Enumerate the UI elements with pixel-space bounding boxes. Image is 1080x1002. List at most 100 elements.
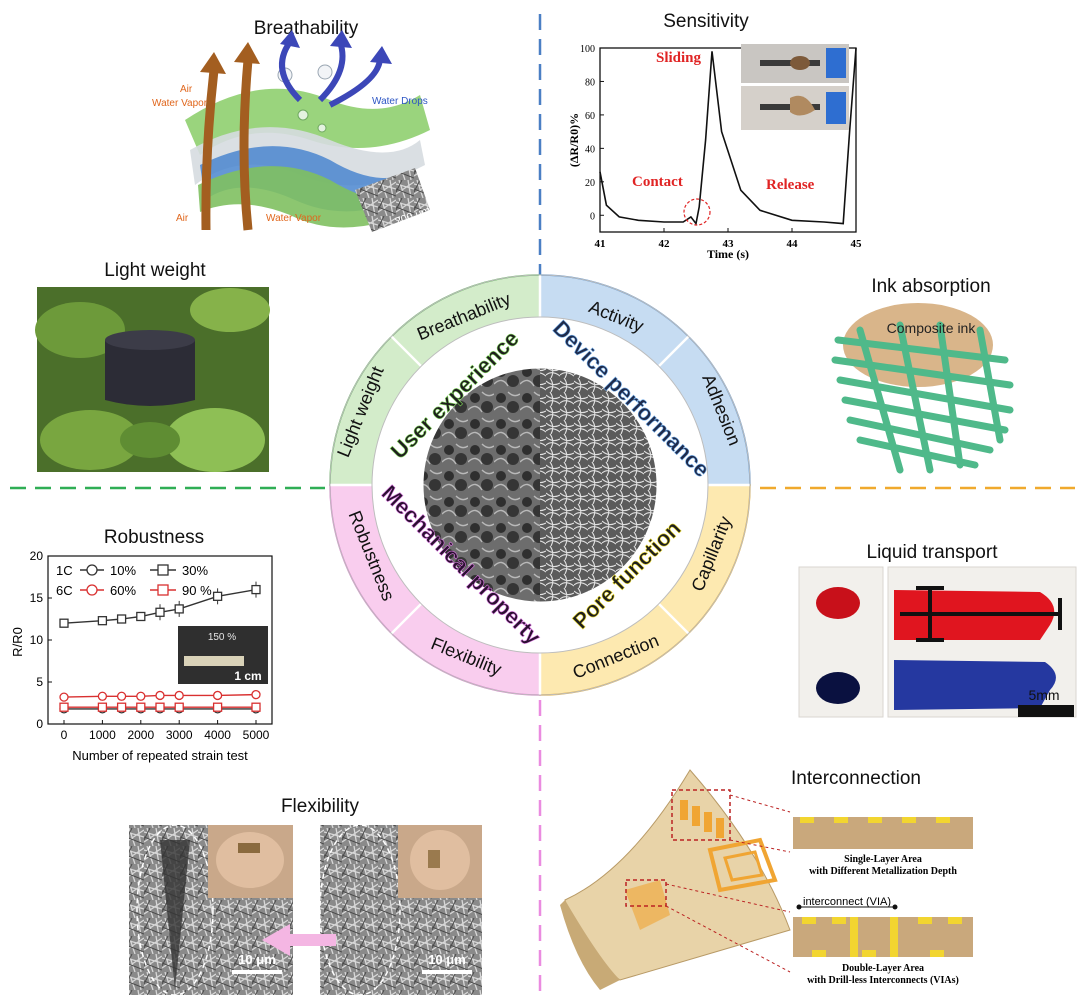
sensitivity-xlabel: Time (s) bbox=[707, 247, 749, 261]
liquid-transport-title: Liquid transport bbox=[867, 542, 999, 563]
interconnection-title: Interconnection bbox=[791, 768, 921, 789]
label-water-drops: Water Drops bbox=[372, 96, 428, 107]
rob-point bbox=[136, 611, 146, 622]
composite-ink-label: Composite ink bbox=[887, 320, 977, 336]
rob-point bbox=[174, 702, 184, 712]
rob-xtick-label: 3000 bbox=[166, 728, 193, 742]
sens-ytick-label: 20 bbox=[585, 178, 595, 189]
panel-liquid-transport: Liquid transport 5mm bbox=[798, 542, 1077, 718]
legend-group-6c: 6C bbox=[56, 583, 73, 598]
rob-point bbox=[212, 591, 223, 601]
panel-ink-absorption: Ink absorption Composite ink bbox=[831, 276, 1014, 474]
rob-point bbox=[116, 614, 127, 624]
flex-scale-left: 10 μm bbox=[238, 952, 276, 967]
robustness-series bbox=[59, 581, 261, 714]
sensitivity-title: Sensitivity bbox=[663, 11, 749, 32]
legend-label-10: 10% bbox=[110, 563, 136, 578]
sensitivity-series-line bbox=[599, 47, 857, 226]
callout-box-top bbox=[671, 789, 731, 841]
label-water-vapor-bottom: Water Vapor bbox=[266, 213, 322, 224]
single-layer-line2: with Different Metallization Depth bbox=[809, 866, 957, 877]
quadrant-dividers bbox=[10, 14, 1075, 995]
legend-label-30: 30% bbox=[182, 563, 208, 578]
panel-breathability: Breathability Air Water Vapor Water Drop… bbox=[152, 18, 432, 232]
scaffold-struts bbox=[831, 321, 1014, 474]
rob-point bbox=[212, 702, 223, 712]
panel-interconnection: Interconnection Single-Layer Area with D… bbox=[560, 768, 973, 990]
rob-point bbox=[97, 616, 108, 626]
water-droplet bbox=[297, 109, 309, 121]
air-arrow-left bbox=[201, 69, 219, 231]
blue-spread bbox=[894, 660, 1056, 710]
rob-point bbox=[174, 690, 184, 701]
single-layer-line1: Single-Layer Area bbox=[844, 854, 922, 865]
water-droplet bbox=[317, 64, 333, 80]
air-arrow-right bbox=[239, 59, 253, 231]
rob-point bbox=[155, 702, 165, 712]
breathability-sem-image bbox=[355, 168, 430, 232]
callout-box-bottom bbox=[625, 879, 667, 907]
sensitivity-ylabel: (ΔR/R0)% bbox=[567, 113, 581, 167]
rob-point bbox=[116, 691, 127, 701]
flex-scale-right: 10 μm bbox=[428, 952, 466, 967]
sens-ytick-label: 80 bbox=[585, 77, 595, 88]
rob-point bbox=[59, 702, 69, 712]
rob-point bbox=[155, 607, 165, 617]
water-drops-arrow-2 bbox=[317, 40, 346, 103]
sens-xtick-label: 44 bbox=[787, 238, 799, 250]
legend-group-1c: 1C bbox=[56, 563, 73, 578]
label-air-bottom: Air bbox=[176, 213, 189, 224]
rob-point bbox=[174, 604, 184, 614]
rob-point bbox=[155, 690, 165, 701]
rob-point bbox=[251, 702, 261, 712]
rob-point bbox=[136, 702, 146, 712]
sens-xtick-label: 41 bbox=[595, 238, 606, 250]
foam-cylinder bbox=[105, 330, 195, 350]
rob-point bbox=[251, 689, 261, 700]
rob-xtick-label: 1000 bbox=[89, 728, 116, 742]
red-droplet bbox=[816, 587, 860, 619]
sens-ytick-label: 40 bbox=[585, 144, 595, 155]
rob-point bbox=[251, 584, 261, 595]
panel-flexibility: Flexibility 10 μm 10 μm bbox=[129, 796, 482, 996]
rob-ytick-label: 5 bbox=[36, 675, 43, 689]
rob-point bbox=[136, 691, 146, 701]
liquid-scale-bar: 5mm bbox=[1028, 687, 1059, 703]
sens-xtick-label: 45 bbox=[851, 238, 863, 250]
robustness-ylabel: R/R0 bbox=[10, 627, 25, 657]
rob-xtick-label: 0 bbox=[61, 728, 68, 742]
rob-point bbox=[97, 702, 108, 712]
circuit-traces bbox=[625, 800, 778, 930]
annotation-contact: Contact bbox=[632, 174, 683, 190]
via-label: interconnect (VIA) bbox=[803, 896, 891, 908]
annotation-release: Release bbox=[766, 177, 815, 193]
robustness-xlabel: Number of repeated strain test bbox=[72, 748, 248, 763]
sens-xtick-label: 42 bbox=[659, 238, 671, 250]
double-layer-line2: with Drill-less Interconnects (VIAs) bbox=[807, 975, 959, 986]
legend-label-60: 60% bbox=[110, 583, 136, 598]
rob-point bbox=[59, 692, 69, 702]
robustness-inset-label: 150 % bbox=[208, 632, 236, 643]
breathability-title: Breathability bbox=[254, 18, 359, 39]
rob-point bbox=[59, 618, 69, 628]
robustness-title: Robustness bbox=[104, 527, 204, 548]
rob-xtick-label: 2000 bbox=[127, 728, 154, 742]
label-water-vapor-top: Water Vapor bbox=[152, 98, 208, 109]
membrane-bottom-layer bbox=[198, 166, 408, 228]
flex-arrow bbox=[262, 924, 336, 956]
robustness-inset-scale: 1 cm bbox=[234, 669, 261, 683]
rob-xtick-label: 5000 bbox=[243, 728, 270, 742]
robustness-inset-photo bbox=[178, 626, 268, 684]
water-drops-arrow-1 bbox=[279, 40, 303, 103]
sens-ytick-label: 0 bbox=[590, 211, 595, 222]
sens-xtick-label: 43 bbox=[723, 238, 735, 250]
rob-ytick-label: 0 bbox=[36, 717, 43, 731]
center-wheel: Breathability Activity Adhesion Capillar… bbox=[329, 274, 751, 696]
robustness-legend: 1C 10% 30% 6C 60% 90 % bbox=[56, 563, 212, 598]
flexibility-title: Flexibility bbox=[281, 796, 360, 817]
rob-point bbox=[212, 690, 223, 701]
